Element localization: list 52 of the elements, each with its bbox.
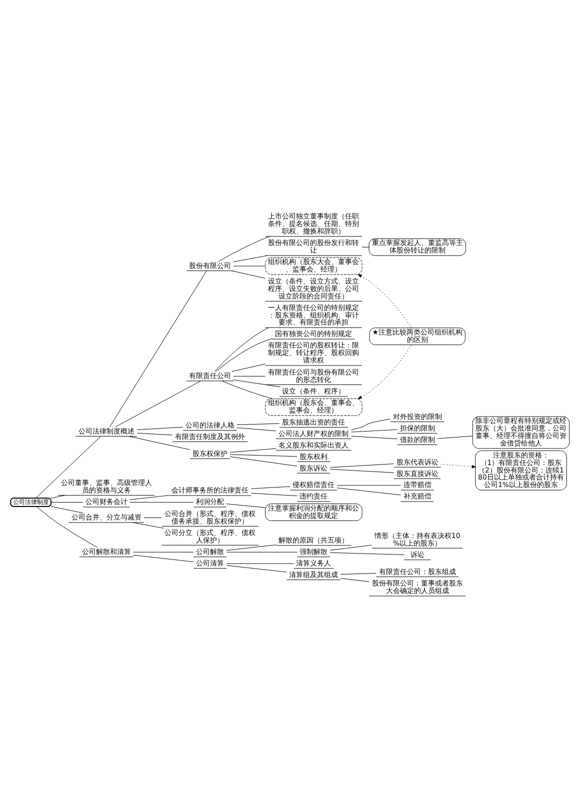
connector: [250, 486, 290, 488]
connector: [136, 426, 184, 430]
connector: [233, 254, 268, 262]
connector: [362, 246, 370, 247]
connector: [230, 456, 298, 466]
connector: [250, 492, 298, 496]
connector: [216, 338, 273, 372]
connector: [136, 432, 172, 435]
connector: [50, 494, 66, 498]
connector: [226, 564, 287, 572]
connector: [226, 544, 276, 550]
connector: [330, 468, 394, 472]
connector: [116, 380, 201, 426]
connector: [36, 506, 98, 548]
connector: [50, 506, 84, 513]
connector: [330, 552, 404, 554]
connector: [351, 435, 398, 439]
connector: [340, 578, 370, 582]
connector: [236, 422, 280, 425]
connector: [351, 428, 398, 432]
connector: [232, 363, 266, 372]
arrow: [357, 344, 412, 399]
arrow: [440, 463, 476, 468]
connector: [233, 265, 266, 266]
connector: [36, 436, 102, 498]
connector: [230, 448, 276, 452]
connector: [236, 427, 276, 431]
connector: [330, 463, 394, 468]
connector: [226, 551, 298, 552]
connector: [336, 484, 401, 486]
connector: [110, 270, 207, 426]
connector: [128, 436, 190, 450]
connector: [130, 494, 170, 500]
connector: [233, 379, 281, 387]
connector: [226, 503, 266, 508]
connector: [351, 418, 390, 430]
connector: [330, 544, 372, 550]
connector: [336, 487, 401, 495]
connector: [133, 551, 194, 552]
connector: [226, 562, 294, 564]
connector: [233, 375, 266, 376]
connector: [437, 435, 473, 438]
connector: [230, 454, 298, 456]
connector: [144, 517, 162, 518]
connector: [232, 270, 266, 278]
arrow: [357, 274, 412, 328]
connector: [133, 554, 194, 562]
connector: [214, 326, 269, 372]
connector: [222, 380, 273, 398]
connector: [132, 522, 164, 528]
connector: [218, 236, 270, 262]
connector: [340, 572, 376, 574]
